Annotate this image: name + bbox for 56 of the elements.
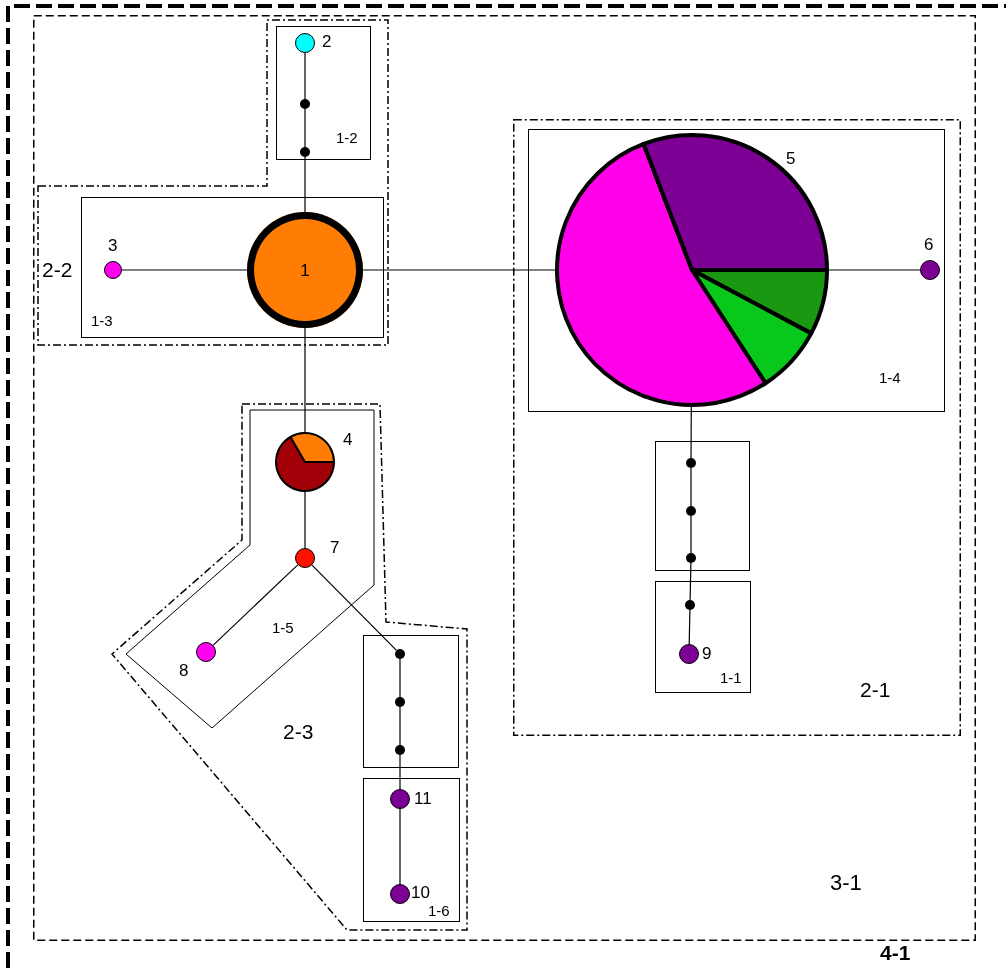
median-vector-dot: [686, 458, 696, 468]
network-line: [399, 808, 401, 885]
network-line: [121, 269, 248, 271]
clade-label: 1-4: [879, 370, 901, 385]
median-vector-dot: [685, 600, 695, 610]
haplotype-number: 7: [330, 539, 340, 556]
median-vector-dot: [395, 745, 405, 755]
haplotype-number: 2: [322, 33, 332, 50]
median-vector-dot: [686, 506, 696, 516]
median-vector-dot: [300, 147, 310, 157]
network-line: [689, 562, 692, 601]
network-line: [304, 156, 306, 213]
clade-label: 3-1: [830, 872, 862, 894]
haplotype-number: 3: [108, 237, 118, 254]
clade-label: 1-1: [720, 670, 742, 685]
haplotype-circle: [390, 789, 410, 809]
haplotype-circle: [295, 33, 315, 53]
median-vector-dot: [300, 99, 310, 109]
clade-label: 2-3: [283, 721, 314, 742]
network-line: [311, 564, 398, 652]
clade-label: 1-2: [336, 130, 358, 145]
median-vector-dot: [395, 649, 405, 659]
haplotype-number: 4: [343, 431, 353, 448]
haplotype-circle: [104, 261, 122, 279]
network-line: [690, 404, 692, 459]
network-line: [304, 52, 306, 100]
clade-label: 1-6: [428, 903, 450, 918]
network-line: [690, 467, 692, 507]
network-line: [399, 658, 401, 698]
clade-label: 1-5: [272, 620, 294, 635]
haplotype-number: 5: [786, 150, 796, 167]
network-line: [399, 754, 401, 790]
network-line: [690, 515, 692, 554]
clade-label: 2-1: [860, 679, 891, 700]
clade-level-label: 4-1: [880, 942, 911, 963]
haplotype-number: 1: [300, 261, 310, 279]
haplotype-circle: [295, 548, 315, 568]
median-vector-dot: [686, 553, 696, 563]
haplotype-circle: [390, 884, 410, 904]
haplotype-circle: [920, 260, 940, 280]
network-line: [399, 706, 401, 746]
haplotype-circle: [196, 642, 216, 662]
haplotype-number: 9: [702, 645, 712, 662]
network-line: [212, 564, 299, 646]
clade-label: 1-3: [91, 313, 113, 328]
haplotype-circle: [679, 644, 699, 664]
median-vector-dot: [395, 697, 405, 707]
haplotype-number: 11: [414, 790, 432, 807]
network-line: [688, 609, 691, 645]
network-line: [304, 490, 306, 549]
haplotype-number: 6: [924, 236, 934, 253]
haplotype-number: 8: [179, 662, 189, 679]
haplotype-number: 10: [411, 884, 430, 901]
network-line: [304, 327, 306, 434]
clade-label: 2-2: [42, 259, 73, 280]
network-line: [304, 108, 306, 148]
